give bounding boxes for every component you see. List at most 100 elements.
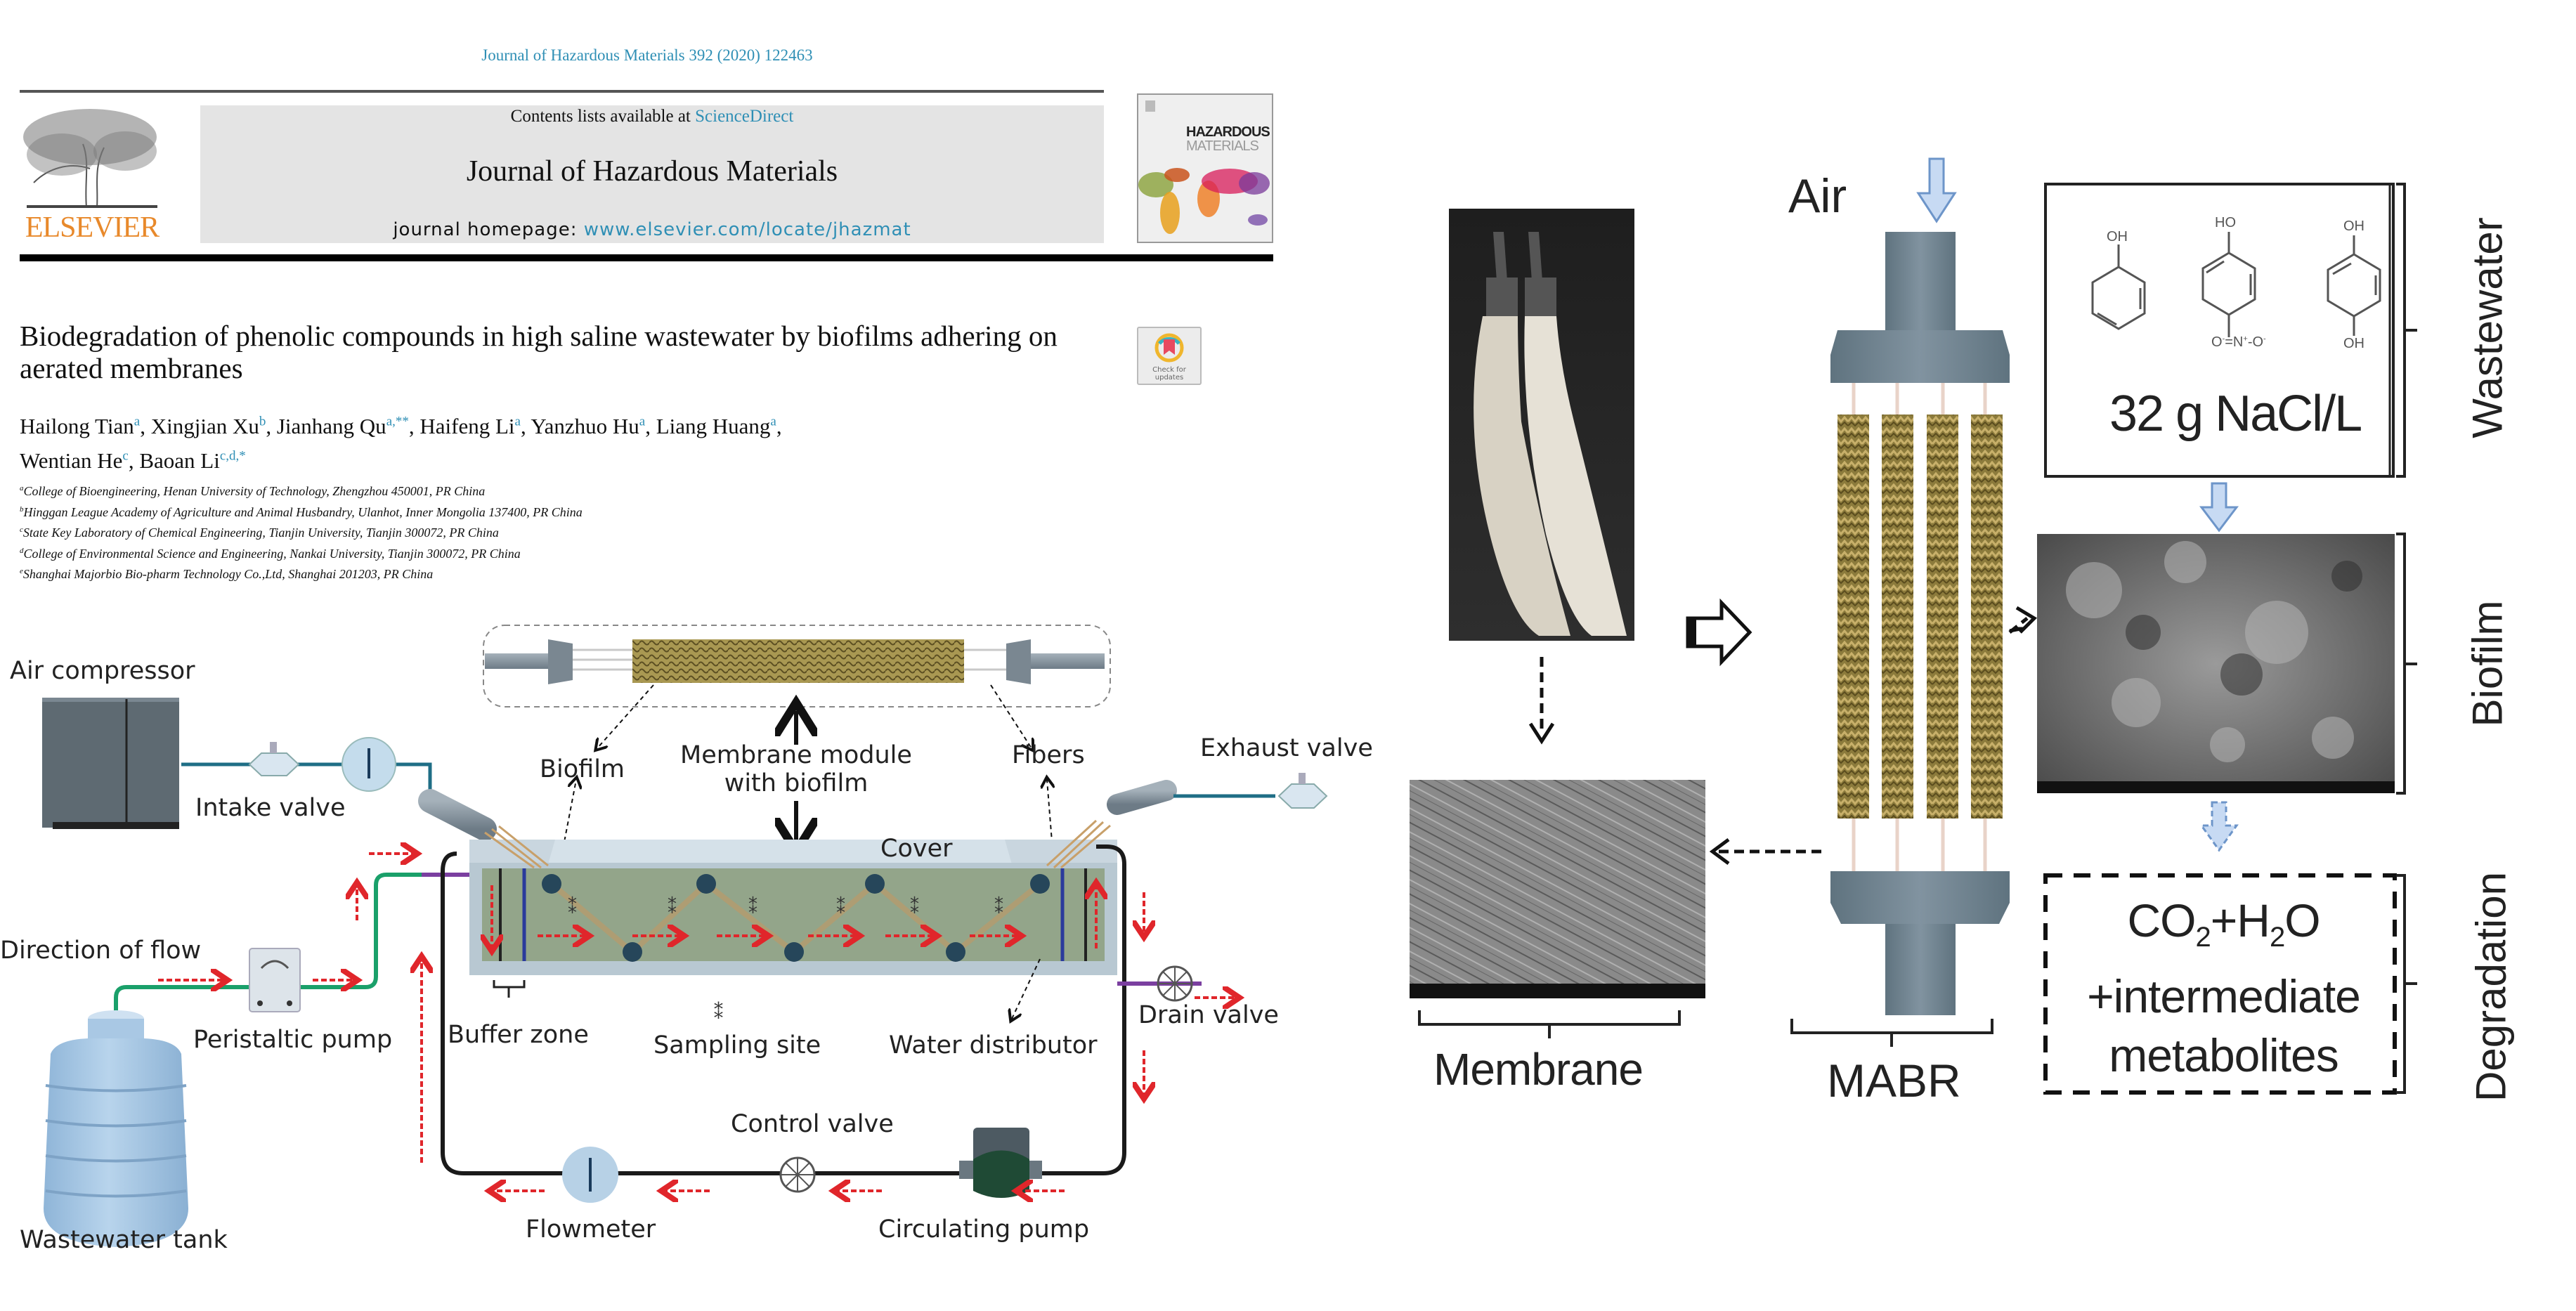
label-cover: Cover [880,835,953,863]
recirculation-loop [441,844,1126,1175]
author[interactable]: Jianhang Qua,**, [276,414,420,439]
flow-arrows-external [158,854,1237,1191]
homepage-line: journal homepage: www.elsevier.com/locat… [200,219,1104,240]
affiliation: dCollege of Environmental Science and En… [20,546,521,561]
svg-text:⁑: ⁑ [568,896,577,918]
check-for-updates-badge[interactable]: Check for updates [1137,327,1202,385]
cover-title-1: HAZARDOUS [1186,124,1270,140]
biofilm-bundle [632,639,964,683]
affiliation: bHinggan League Academy of Agriculture a… [20,504,583,519]
biofilm-fiber [1882,415,1913,818]
tree-icon [23,109,157,208]
side-label-degradation: Degradation [2467,872,2515,1102]
sciencedirect-link[interactable]: ScienceDirect [695,107,794,126]
header-rule-bottom [20,254,1273,261]
phenol-oh-label: OH [2107,229,2128,244]
label-circulating-pump: Circulating pump [878,1215,1090,1244]
label-biofilm: Biofilm [540,755,625,783]
header-rule-top [20,90,1104,93]
world-map-icon [1138,168,1270,234]
label-intake-valve: Intake valve [195,794,346,822]
hydroquinone-oh-top-label: OH [2343,218,2364,234]
crossmark-label-2: updates [1154,374,1184,381]
author[interactable]: Hailong Tiana, [20,414,151,439]
air-compressor-icon [42,698,179,829]
down-arrow-icon [2199,482,2239,533]
author[interactable]: Liang Huanga, [656,414,782,439]
degradation-box [2043,873,2397,1095]
author[interactable]: Wentian Hec, [20,448,140,473]
svg-text:⁑: ⁑ [910,896,919,918]
drain-valve-icon [1157,965,1193,1002]
contents-prefix: Contents lists available at [510,107,696,126]
affiliation-list: aCollege of Bioengineering, Henan Univer… [20,480,933,584]
biofilm-fiber [1927,415,1958,818]
elsevier-wordmark: ELSEVIER [25,211,160,244]
journal-cover-thumbnail[interactable]: HAZARDOUS MATERIALS [1137,93,1273,243]
author-list: Hailong Tiana, Xingjian Xub, Jianhang Qu… [20,407,1116,476]
label-fibers: Fibers [1012,741,1085,769]
flow-arrows-internal [492,885,1096,948]
label-membrane-module: Membrane module with biofilm [680,741,912,797]
homepage-link[interactable]: www.elsevier.com/locate/jhazmat [583,219,911,240]
membrane-sem-image [1410,780,1705,998]
wastewater-tank-icon [44,1010,188,1247]
biofilm-fiber [1971,415,2003,818]
affiliation: aCollege of Bioengineering, Henan Univer… [20,484,486,498]
reactor-tank: ⁑⁑⁑⁑⁑⁑ [469,840,1117,975]
label-direction-of-flow: Direction of flow [0,937,202,965]
svg-text:⁑: ⁑ [668,896,677,918]
degradation-arrow-icon [2199,801,2239,852]
process-arrow-icon [1686,598,1752,667]
svg-text:⁑: ⁑ [748,896,757,918]
label-flowmeter: Flowmeter [526,1215,656,1244]
crossmark-icon [1154,333,1184,363]
feed-line [114,873,422,1019]
author[interactable]: Baoan Lic,d,* [139,448,246,473]
air-label: Air [1788,169,1847,223]
products-line-2: +intermediate [2087,970,2361,1023]
label-air-compressor: Air compressor [10,657,195,685]
air-inlet-arrow-icon [1916,157,1957,223]
author[interactable]: Xingjian Xub, [150,414,277,439]
affiliation: cState Key Laboratory of Chemical Engine… [20,526,499,540]
label-peristaltic-pump: Peristaltic pump [193,1026,393,1054]
hydroquinone-structure-icon [2327,235,2381,336]
products-line-1: CO2+H2O [2127,894,2320,953]
wastewater-box [2044,183,2395,478]
crossmark-label-1: Check for [1152,366,1186,374]
biofilm-fiber [1837,415,1869,818]
article-title: Biodegradation of phenolic compounds in … [20,320,1058,384]
mabr-module [1830,232,2010,1015]
nitrophenol-structure-icon [2201,232,2256,337]
journal-citation[interactable]: Journal of Hazardous Materials 392 (2020… [481,46,813,64]
label-control-valve: Control valve [731,1110,894,1138]
label-water-distributor: Water distributor [889,1031,1098,1059]
control-valve-icon [779,1156,816,1193]
author[interactable]: Haifeng Lia, [419,414,531,439]
label-sampling-site: Sampling site [653,1031,821,1059]
degradation-products: CO2+H2O +intermediate metabolites [2045,891,2402,1085]
sampling-site-legend-icon: ⁑ [714,1001,723,1024]
journal-header-banner [200,105,1104,243]
elsevier-mini-logo-icon [1145,100,1155,112]
label-buffer-zone: Buffer zone [448,1021,589,1049]
label-wastewater-tank: Wastewater tank [20,1226,228,1254]
nitrophenol-ho-label: HO [2215,215,2236,230]
setup-diagram: ⁑⁑⁑⁑⁑⁑ ⁑ [42,625,1328,1247]
label-drain-valve: Drain valve [1138,1001,1279,1029]
side-label-biofilm: Biofilm [2464,600,2511,727]
cover-title-2: MATERIALS [1186,138,1259,154]
membrane-module-photo [1449,209,1634,641]
author[interactable]: Yanzhuo Hua, [531,414,656,439]
affiliation: eShanghai Majorbio Bio-pharm Technology … [20,567,434,581]
graphical-abstract [1410,157,2417,1095]
circulating-pump-icon [959,1128,1042,1198]
buffer-zone-bracket [493,980,526,998]
label-exhaust-valve: Exhaust valve [1200,734,1373,762]
nitro-group-label: O-=N+-O- [2211,334,2266,350]
air-gauge-icon [341,737,396,792]
homepage-prefix: journal homepage: [393,219,584,240]
side-label-wastewater: Wastewater [2464,217,2511,438]
journal-name: Journal of Hazardous Materials [466,155,838,188]
